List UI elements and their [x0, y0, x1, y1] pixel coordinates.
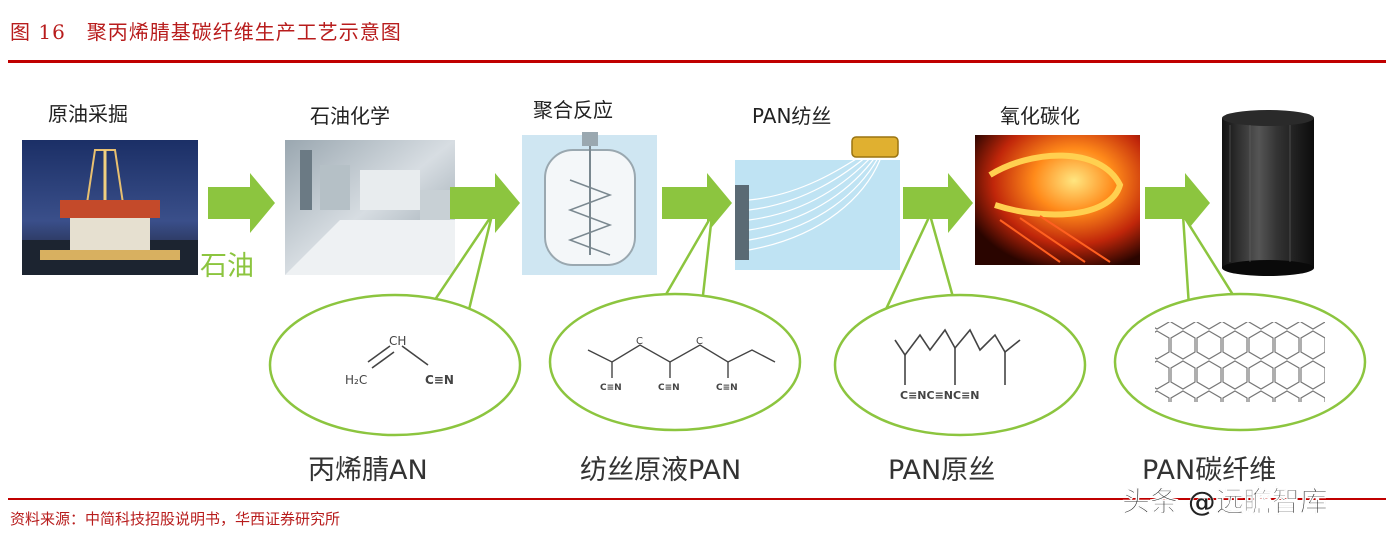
- product-label-pan-solution: 纺丝原液PAN: [580, 455, 742, 486]
- process-arrow: [1145, 173, 1210, 233]
- step-label-petrochemistry: 石油化学: [310, 104, 390, 128]
- product-label-pan-precursor: PAN原丝: [888, 455, 996, 486]
- molecule-atom-cn: C≡N: [425, 373, 454, 387]
- spinning-image: [735, 136, 900, 270]
- step-label-pan-spinning: PAN纺丝: [752, 104, 832, 128]
- step-label-oil-extraction: 原油采掘: [48, 102, 128, 126]
- molecule-atom-c: C: [696, 336, 703, 347]
- step-label-polymerization: 聚合反应: [533, 98, 613, 122]
- molecule-atom-c: C: [636, 336, 643, 347]
- molecule-ellipse-acrylonitrile: [268, 293, 522, 437]
- carbon-fiber-spool-image: [1222, 110, 1314, 276]
- product-label-acrylonitrile: 丙烯腈AN: [308, 455, 428, 486]
- molecule-atom-cn-ladder: C≡NC≡NC≡N: [900, 389, 980, 402]
- pan-precursor-structure: [894, 328, 1021, 385]
- bottom-rule: [8, 498, 1386, 500]
- molecule-atom-cn: C≡N: [600, 383, 622, 393]
- arrow-label-petroleum: 石油: [200, 251, 254, 282]
- process-arrow: [450, 173, 520, 233]
- step-label-oxidation-carbonization: 氧化碳化: [1000, 104, 1080, 128]
- molecule-ellipse-pan-solution: [548, 292, 802, 432]
- figure-title: 图 16 聚丙烯腈基碳纤维生产工艺示意图: [10, 20, 402, 44]
- pan-solution-structure: [587, 344, 776, 378]
- molecule-atom-ch: CH: [389, 334, 406, 348]
- watermark: 头条 @远瞻智库: [1122, 485, 1328, 519]
- molecule-atom-h2c: H₂C: [345, 373, 367, 387]
- furnace-image: [975, 135, 1140, 265]
- source-note: 资料来源：中简科技招股说明书，华西证券研究所: [10, 510, 341, 528]
- petrochemical-plant-image: [285, 140, 455, 275]
- graphite-lattice: [1155, 322, 1325, 402]
- oil-rig-image: [22, 140, 198, 275]
- acrylonitrile-structure: [367, 345, 429, 369]
- process-arrow: [662, 173, 732, 233]
- top-rule: [8, 60, 1386, 63]
- molecule-ellipse-pan-precursor: [833, 293, 1087, 437]
- molecule-atom-cn: C≡N: [716, 383, 738, 393]
- process-arrow: [903, 173, 973, 233]
- product-label-pan-carbon-fiber: PAN碳纤维: [1142, 455, 1277, 486]
- reactor-image: [522, 132, 657, 275]
- process-arrow: [208, 173, 275, 233]
- molecule-atom-cn: C≡N: [658, 383, 680, 393]
